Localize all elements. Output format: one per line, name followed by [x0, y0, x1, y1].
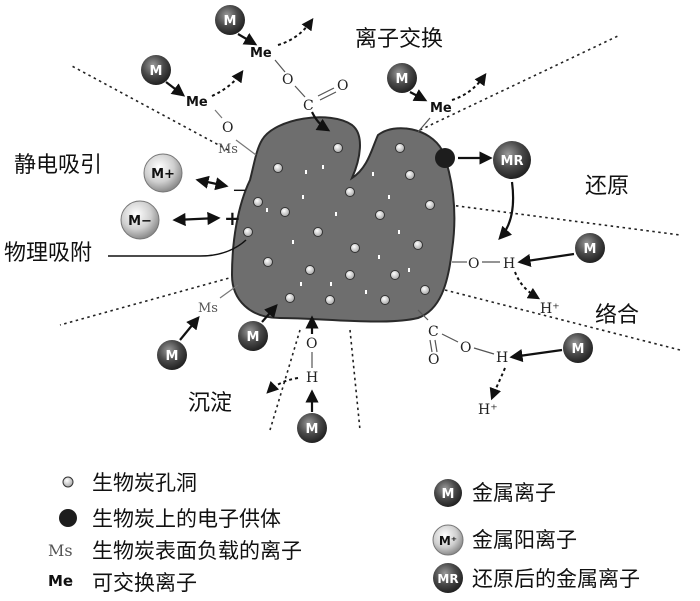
svg-text:M: M: [442, 487, 455, 502]
svg-text:M: M: [166, 349, 179, 364]
svg-text:M: M: [247, 330, 260, 345]
label-electrostatic: 静电吸引: [14, 153, 102, 178]
label-reduction: 还原: [585, 174, 629, 199]
svg-text:Me: Me: [48, 572, 73, 590]
svg-text:MR: MR: [501, 154, 524, 169]
svg-text:生物炭上的电子供体: 生物炭上的电子供体: [92, 507, 281, 531]
surface-plus: +: [224, 206, 241, 230]
svg-text:O: O: [222, 120, 233, 136]
svg-text:M: M: [584, 242, 597, 257]
legend-me: Me 可交换离子: [48, 571, 197, 595]
reduced-metal-ion: MR: [493, 141, 531, 179]
metal-anion: M−: [120, 200, 160, 240]
svg-text:M: M: [150, 64, 163, 79]
svg-text:O: O: [468, 256, 479, 272]
metal-ion-lower-right: M: [563, 333, 593, 363]
svg-text:Ms: Ms: [48, 541, 73, 560]
label-ion-exchange: 离子交换: [355, 27, 443, 52]
svg-text:M: M: [306, 422, 319, 437]
svg-text:金属离子: 金属离子: [472, 481, 556, 505]
legend-cation: M⁺ 金属阳离子: [432, 524, 577, 556]
metal-ion-bottom-mid: M: [238, 321, 268, 351]
me-right: Me: [430, 101, 452, 116]
svg-text:MR: MR: [437, 572, 458, 586]
ms-lower: Ms: [198, 301, 218, 316]
me-left: Me: [186, 95, 208, 110]
svg-text:可交换离子: 可交换离子: [92, 571, 197, 595]
me-top: Me: [250, 46, 272, 61]
svg-text:金属阳离子: 金属阳离子: [472, 528, 577, 552]
svg-text:M: M: [224, 14, 237, 29]
svg-text:M+: M+: [151, 167, 175, 182]
svg-text:O: O: [428, 352, 439, 368]
svg-text:O: O: [306, 336, 317, 352]
metal-ion-upper-right: M: [387, 63, 417, 93]
metal-ion-upper-left: M: [141, 55, 171, 85]
svg-text:O: O: [460, 340, 471, 356]
svg-text:O: O: [282, 72, 293, 88]
ms-upper: Ms: [218, 142, 238, 157]
legend: 生物炭孔洞 生物炭上的电子供体 Ms 生物炭表面负载的离子 Me 可交换离子 M…: [48, 471, 640, 595]
svg-text:M⁺: M⁺: [439, 534, 457, 548]
h-plus-1: H⁺: [540, 301, 560, 317]
legend-donor: 生物炭上的电子供体: [59, 507, 281, 531]
metal-ion-right: M: [575, 233, 605, 263]
svg-text:H: H: [306, 370, 318, 386]
label-precipitation: 沉淀: [188, 391, 232, 416]
legend-pore: 生物炭孔洞: [62, 471, 197, 495]
svg-text:还原后的金属离子: 还原后的金属离子: [472, 567, 640, 591]
label-physical: 物理吸附: [4, 241, 92, 266]
sector-dividers: [59, 34, 681, 431]
biochar-particle: [230, 116, 456, 323]
metal-ion-bottom: M: [297, 413, 327, 443]
svg-text:生物炭表面负载的离子: 生物炭表面负载的离子: [92, 539, 302, 563]
label-complexation: 络合: [595, 303, 639, 328]
metal-ion-bottom-left: M: [157, 340, 187, 370]
svg-text:C: C: [428, 324, 439, 340]
metal-cation: M+: [143, 153, 183, 193]
surface-minus: −: [232, 180, 247, 201]
biochar-pores: [243, 143, 435, 305]
metal-ion-top: M: [215, 5, 245, 35]
svg-text:M−: M−: [128, 214, 152, 229]
legend-reduced: MR 还原后的金属离子: [433, 563, 640, 593]
h-plus-2: H⁺: [478, 402, 498, 418]
svg-text:M: M: [396, 72, 409, 87]
legend-ms: Ms 生物炭表面负载的离子: [48, 539, 302, 563]
svg-text:O: O: [337, 78, 348, 94]
biochar-specks: [266, 165, 410, 294]
svg-text:H: H: [503, 256, 515, 272]
legend-metal: M 金属离子: [434, 479, 556, 507]
svg-text:生物炭孔洞: 生物炭孔洞: [92, 471, 197, 495]
svg-text:H: H: [496, 350, 508, 366]
svg-text:C: C: [303, 98, 314, 114]
svg-text:M: M: [572, 342, 585, 357]
electron-donor-dot: [435, 148, 455, 168]
